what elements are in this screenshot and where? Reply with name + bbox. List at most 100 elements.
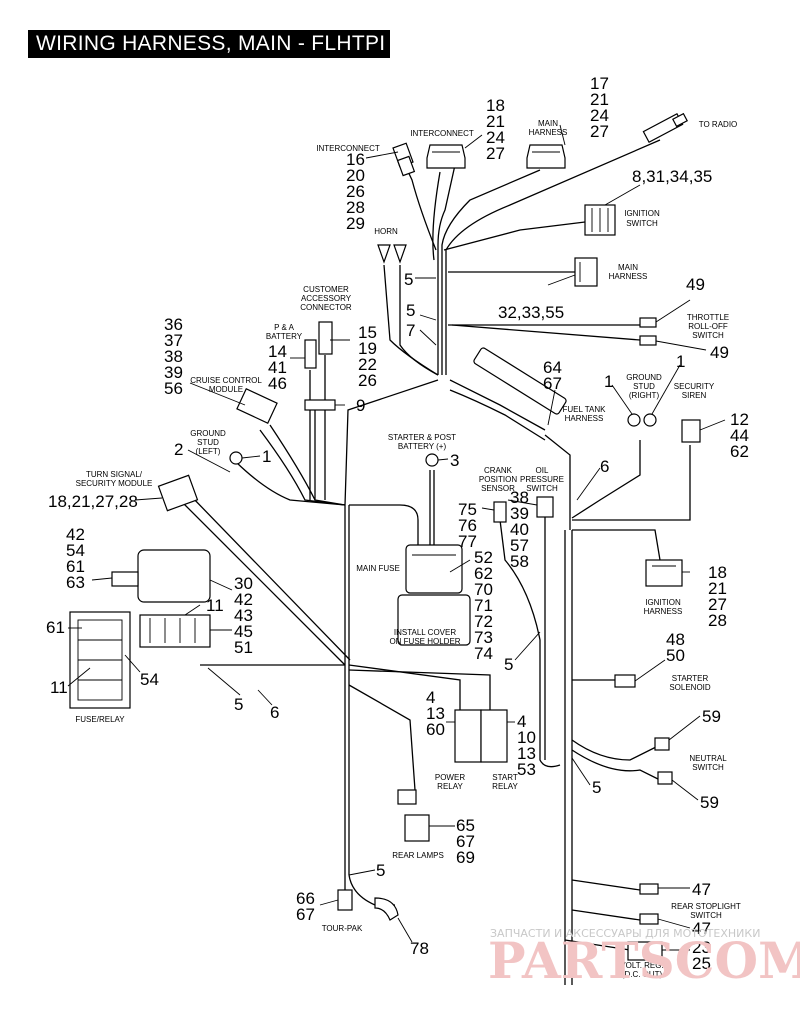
callout-71: 71 <box>474 596 493 615</box>
callout-2: 2 <box>174 440 183 459</box>
callout-5f: 5 <box>376 861 385 880</box>
ground-stud-right-label-2: STUD <box>633 382 655 391</box>
callout-44: 44 <box>730 426 749 445</box>
cruise-module-label-1: CRUISE CONTROL <box>190 376 262 385</box>
callout-38b: 38 <box>510 488 529 507</box>
install-cover-label-1: INSTALL COVER <box>394 628 456 637</box>
callout-25: 25 <box>692 954 711 973</box>
callout-70: 70 <box>474 580 493 599</box>
connector-main-harness-top <box>526 144 566 169</box>
callout-28-ign: 28 <box>708 611 727 630</box>
callout-10: 10 <box>517 728 536 747</box>
callout-45: 45 <box>234 622 253 641</box>
callout-23: 23 <box>692 938 711 957</box>
callout-11b: 11 <box>50 678 68 697</box>
callout-64: 64 <box>543 358 562 377</box>
callout-4a: 4 <box>426 688 435 707</box>
callout-72: 72 <box>474 612 493 631</box>
callout-42a: 42 <box>66 525 85 544</box>
wire-bundle <box>179 139 691 985</box>
callout-9: 9 <box>356 396 365 415</box>
main-harness-mid-label-1: MAIN <box>618 263 638 272</box>
rear-lamps-label: REAR LAMPS <box>392 851 444 860</box>
callout-18-ign: 18 <box>708 563 727 582</box>
fuel-tank-harness-label-1: FUEL TANK <box>563 405 607 414</box>
fuse-relay-label: FUSE/RELAY <box>75 715 125 724</box>
callout-13b: 13 <box>517 744 536 763</box>
cable-clip-9 <box>304 399 336 411</box>
crank-sensor-label-1: CRANK <box>484 466 513 475</box>
pa-battery-connector <box>304 339 317 369</box>
callout-65: 65 <box>456 816 475 835</box>
crank-sensor-label-3: SENSOR <box>481 484 515 493</box>
throttle-switch-label-2: ROLL-OFF <box>688 322 728 331</box>
callout-24b: 24 <box>486 128 505 147</box>
callout-26b: 26 <box>358 371 377 390</box>
throttle-switch-label-3: SWITCH <box>692 331 724 340</box>
ignition-harness-connector <box>645 559 683 587</box>
callout-46: 46 <box>268 374 287 393</box>
callout-50: 50 <box>666 646 685 665</box>
watermark-line-2: PARTSCOM.RU <box>488 931 800 990</box>
connector-interconnect-left <box>392 142 416 177</box>
callout-numbers: 17 21 24 27 18 21 24 27 16 20 26 28 29 8… <box>46 74 749 973</box>
callout-52: 52 <box>474 548 493 567</box>
callout-69: 69 <box>456 848 475 867</box>
callout-5e: 5 <box>592 778 601 797</box>
callout-57: 57 <box>510 536 529 555</box>
to-radio-label: TO RADIO <box>699 120 738 129</box>
callout-42b: 42 <box>234 590 253 609</box>
callout-21-ign: 21 <box>708 579 727 598</box>
ground-stud-right-label-3: (RIGHT) <box>629 391 660 400</box>
fuel-tank-harness-label-2: HARNESS <box>565 414 604 423</box>
neutral-switch-label-2: SWITCH <box>692 763 724 772</box>
callout-6-left: 6 <box>270 703 279 722</box>
callout-66: 66 <box>296 889 315 908</box>
pa-battery-label-2: BATTERY <box>266 332 303 341</box>
main-harness-mid-label-2: HARNESS <box>609 272 648 281</box>
callout-21b: 21 <box>486 112 505 131</box>
title-bar <box>28 30 390 58</box>
start-relay-label-1: START <box>492 773 518 782</box>
starter-post-label-2: BATTERY (+) <box>398 442 447 451</box>
callout-63: 63 <box>66 573 85 592</box>
callout-61b: 61 <box>46 618 65 637</box>
throttle-switch-label-1: THROTTLE <box>687 313 729 322</box>
callout-39b: 39 <box>510 504 529 523</box>
fuel-tank-harness-sleeve <box>473 347 567 415</box>
callout-61a: 61 <box>66 557 85 576</box>
callout-75: 75 <box>458 500 477 519</box>
rear-lamps-connector <box>397 789 430 842</box>
fuse-relay-box-module <box>111 549 211 603</box>
callout-58: 58 <box>510 552 529 571</box>
customer-accessory-label-3: CONNECTOR <box>300 303 352 312</box>
main-fuse-label: MAIN FUSE <box>356 564 400 573</box>
oil-switch-label-2: PRESSURE <box>520 475 564 484</box>
callout-60: 60 <box>426 720 445 739</box>
starter-solenoid-label-2: SOLENOID <box>669 683 711 692</box>
starter-solenoid-label-1: STARTER <box>672 674 709 683</box>
callout-49a: 49 <box>686 275 705 294</box>
watermark-line-1: ЗАПЧАСТИ И АКСЕССУАРЫ ДЛЯ МОТОТЕХНИКИ <box>490 927 760 940</box>
start-relay <box>480 709 508 763</box>
callout-27a: 27 <box>590 122 609 141</box>
callout-39a: 39 <box>164 363 183 382</box>
power-relay <box>454 709 482 763</box>
callout-67b: 67 <box>456 832 475 851</box>
ground-stud-right-label-1: GROUND <box>626 373 662 382</box>
ignition-switch-label-1: IGNITION <box>624 209 660 218</box>
customer-accessory-connector <box>318 321 333 355</box>
interconnect-top-label: INTERCONNECT <box>410 129 474 138</box>
tour-pak-connector <box>337 889 399 921</box>
callout-67c: 67 <box>296 905 315 924</box>
callout-59b: 59 <box>700 793 719 812</box>
security-siren-label-1: SECURITY <box>674 382 715 391</box>
fuse-relay-panel <box>69 611 131 709</box>
starter-solenoid-connector <box>614 674 636 688</box>
ignition-switch-label-2: SWITCH <box>626 219 658 228</box>
callout-24a: 24 <box>590 106 609 125</box>
power-relay-label-2: RELAY <box>437 782 463 791</box>
main-harness-top-label-1: MAIN <box>538 119 558 128</box>
callout-27b: 27 <box>486 144 505 163</box>
callout-16: 16 <box>346 150 365 169</box>
